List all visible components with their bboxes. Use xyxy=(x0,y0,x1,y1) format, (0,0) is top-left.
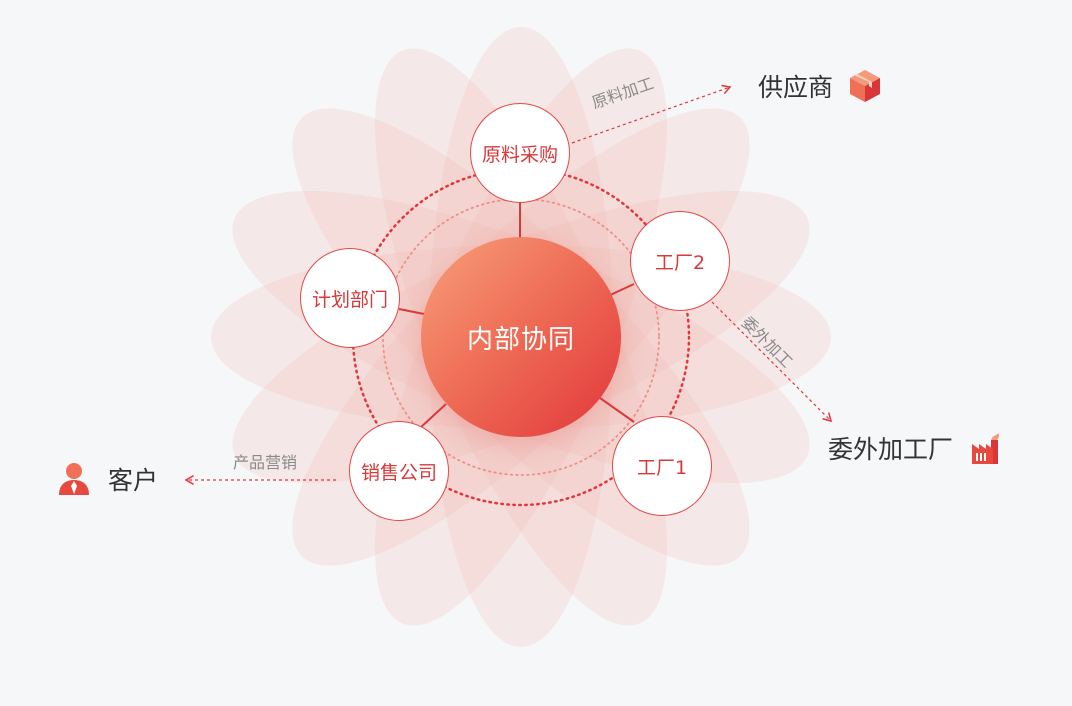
person-icon xyxy=(58,462,90,496)
spokes xyxy=(398,200,635,429)
node-factory2-label: 工厂2 xyxy=(654,251,706,274)
spoke-planning xyxy=(398,308,425,315)
node-factory2[interactable]: 工厂2 xyxy=(630,211,730,311)
node-planning-dept[interactable]: 计划部门 xyxy=(300,248,400,348)
arrow-to-supplier xyxy=(571,84,732,144)
node-sales-company-label: 销售公司 xyxy=(360,461,437,484)
node-factory1-label: 工厂1 xyxy=(636,456,688,479)
outsource-factory-label: 委外加工厂 xyxy=(828,435,954,464)
supplier-label: 供应商 xyxy=(758,73,834,102)
node-planning-dept-label: 计划部门 xyxy=(311,288,388,311)
center-node-label: 内部协同 xyxy=(466,324,575,355)
spoke-factory2 xyxy=(607,283,635,297)
external-customer[interactable]: 客户 xyxy=(58,461,158,497)
spoke-sales xyxy=(419,403,447,429)
customer-label: 客户 xyxy=(108,466,159,495)
edge-label-to-customer: 产品营销 xyxy=(233,453,298,472)
node-factory1[interactable]: 工厂1 xyxy=(612,416,712,516)
spoke-factory1 xyxy=(599,397,635,423)
node-procurement-label: 原料采购 xyxy=(481,143,558,166)
box-icon xyxy=(849,69,881,103)
factory-icon xyxy=(971,432,1001,464)
external-supplier[interactable]: 供应商 xyxy=(758,68,881,104)
center-node-internal-collaboration[interactable]: 内部协同 xyxy=(421,237,621,437)
node-sales-company[interactable]: 销售公司 xyxy=(349,421,449,521)
dashed-arrows xyxy=(184,84,833,485)
arrow-to-outsource xyxy=(711,301,833,423)
external-outsource-factory[interactable]: 委外加工厂 xyxy=(828,430,1001,466)
node-procurement[interactable]: 原料采购 xyxy=(470,103,570,203)
